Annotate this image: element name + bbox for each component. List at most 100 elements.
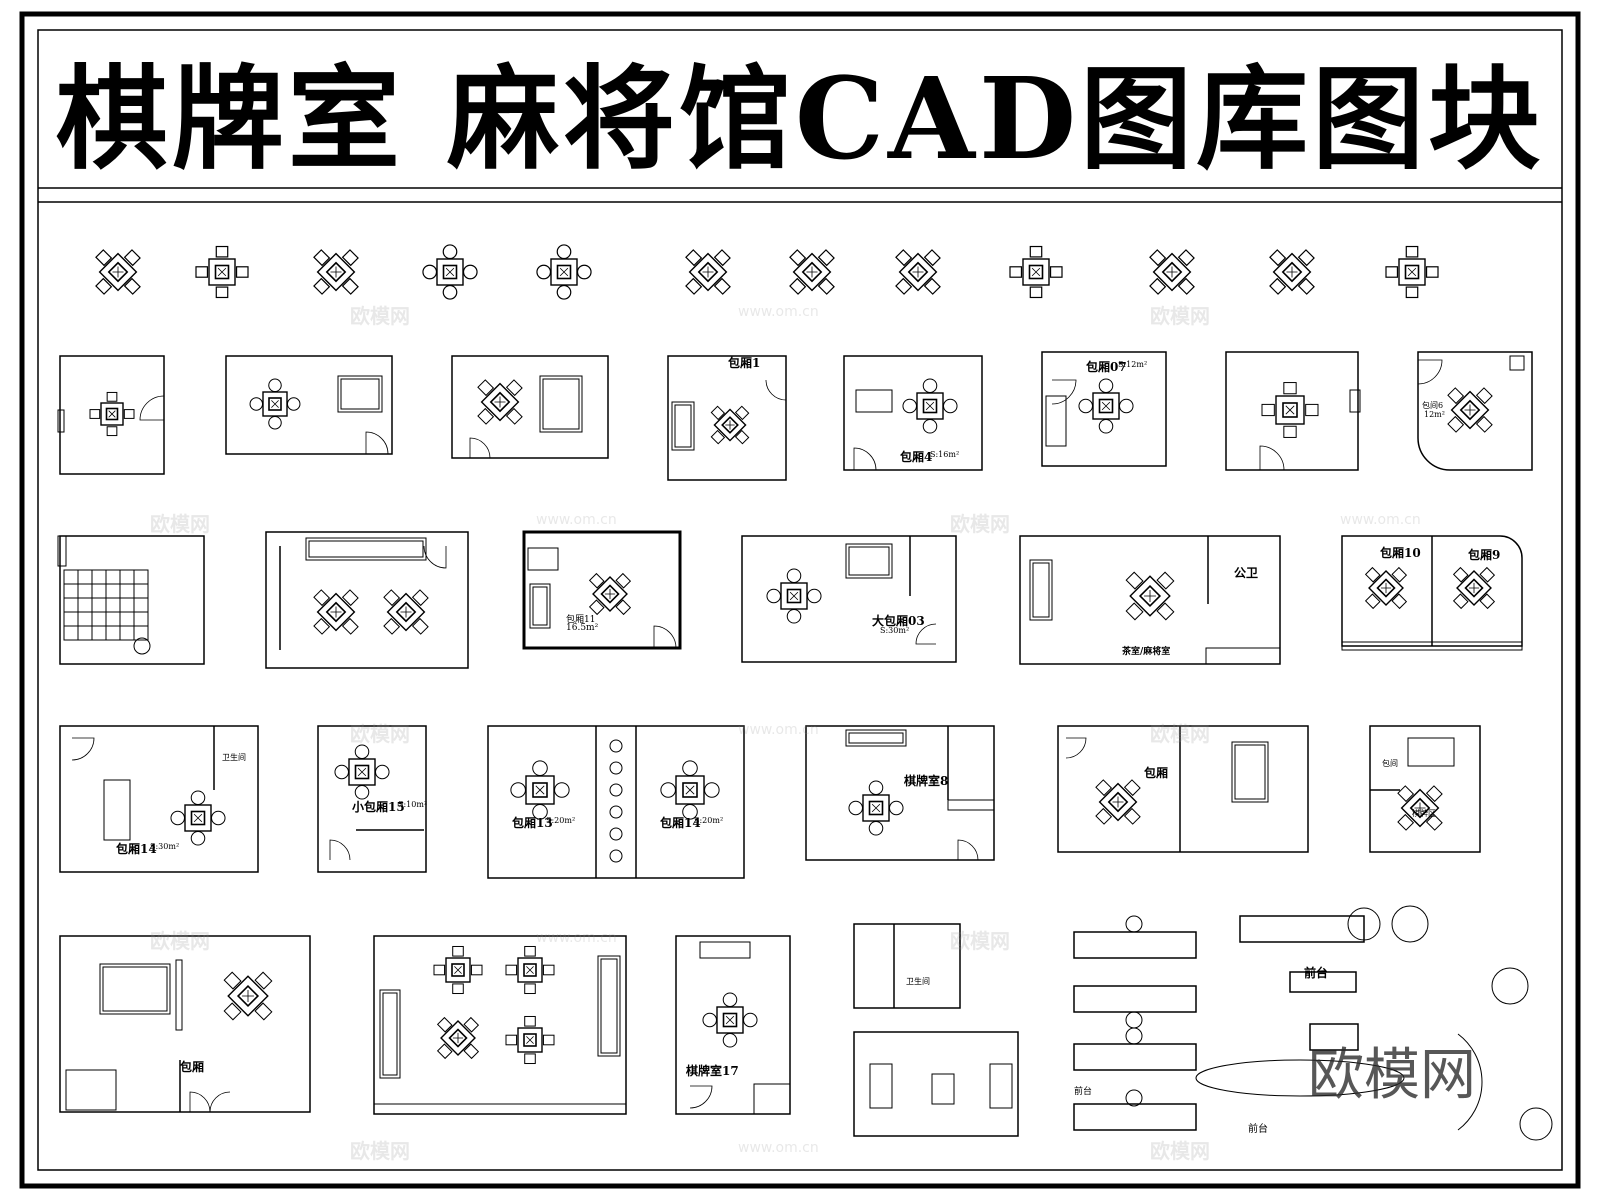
chair <box>1391 593 1408 610</box>
chair <box>734 429 750 445</box>
chair <box>1125 915 1143 933</box>
chair <box>452 945 464 957</box>
sofa-seat <box>340 378 380 410</box>
sofa <box>379 989 401 1079</box>
chair <box>702 1012 717 1028</box>
watermark-url: www.om.cn <box>1340 512 1421 528</box>
room-wall <box>1369 725 1481 853</box>
label-baoxiang13-area: S:20m² <box>546 816 576 825</box>
chair <box>704 782 720 798</box>
chair <box>442 244 458 260</box>
table-centre <box>1028 264 1044 280</box>
chair <box>1098 419 1114 434</box>
sofa <box>989 1063 1013 1109</box>
table-centre <box>600 584 620 604</box>
sofa <box>671 401 695 451</box>
floor-tile <box>63 583 79 599</box>
mahjong-table <box>386 592 426 632</box>
mahjong-table-set <box>383 589 429 635</box>
door-swing <box>189 1091 211 1113</box>
mahjong-table-set <box>1125 571 1175 621</box>
chair <box>524 1053 536 1065</box>
floor-tile <box>77 597 93 613</box>
chair <box>682 804 698 820</box>
mahjong-table-set <box>1009 245 1063 299</box>
reception-counter <box>1195 1059 1405 1097</box>
room-wall <box>1073 1043 1197 1071</box>
chair <box>235 266 249 278</box>
wall-fill <box>57 535 67 567</box>
label-xiaobaoxiang15-area: S:10m² <box>398 800 428 809</box>
mahjong-table-set <box>685 249 731 295</box>
door-swing <box>1065 737 1087 759</box>
chair <box>1123 807 1141 825</box>
chair <box>1305 403 1319 417</box>
mahjong-table <box>480 382 520 422</box>
chair <box>477 407 495 425</box>
sofa-seat <box>542 378 580 430</box>
label-baoxiang9: 包厢9 <box>1468 548 1501 562</box>
sofa-seat <box>1234 744 1266 800</box>
floor-tile <box>77 583 93 599</box>
room-wall <box>805 725 995 861</box>
chair <box>1405 286 1419 299</box>
chair <box>442 284 458 300</box>
chair <box>868 821 884 836</box>
plant <box>1347 907 1381 941</box>
chair <box>211 810 226 826</box>
chair <box>170 810 185 826</box>
chair <box>462 264 478 280</box>
mahjong-table <box>592 576 628 612</box>
basin <box>609 827 623 841</box>
table-centre <box>868 800 884 816</box>
label-xiaobaoxiang15: 小包厢15 <box>352 800 405 814</box>
room-wall <box>265 531 469 669</box>
floor-tile <box>91 569 107 585</box>
chair <box>817 249 835 267</box>
plant <box>1519 1107 1553 1141</box>
mahjong-table-set <box>505 1015 555 1065</box>
chair <box>411 617 429 635</box>
watermark-url: www.om.cn <box>738 304 819 320</box>
floor-tile <box>105 597 121 613</box>
mahjong-table-set <box>223 971 273 1021</box>
floor-tile <box>105 611 121 627</box>
chair <box>1125 602 1144 621</box>
chair <box>1125 1027 1143 1045</box>
floor-tile <box>63 611 79 627</box>
table-mark <box>806 266 818 278</box>
table-centre <box>1161 261 1183 283</box>
chair <box>1123 779 1141 797</box>
chair <box>1078 398 1093 414</box>
chair <box>1479 593 1496 610</box>
room-wall-thick <box>522 530 682 650</box>
chair <box>524 1015 536 1027</box>
floor-tile <box>63 625 79 641</box>
room-wall <box>1309 1023 1359 1051</box>
mahjong-table <box>1129 575 1171 617</box>
label-qiantai-3: 前台 <box>1248 1124 1268 1135</box>
chair <box>895 277 913 295</box>
basin <box>609 849 623 863</box>
mahjong-table <box>227 975 269 1017</box>
table-centre <box>1107 791 1129 813</box>
desk <box>855 389 893 413</box>
label-baojian-b: 包间 <box>1382 759 1398 768</box>
label-baoxiang13: 包厢13 <box>512 816 553 830</box>
chair <box>1049 266 1063 278</box>
sofa <box>845 543 893 579</box>
table-centre <box>1464 578 1484 598</box>
chair <box>889 800 904 816</box>
mahjong-table-set <box>422 244 478 300</box>
sofa-seat <box>674 404 692 448</box>
rug <box>1407 737 1455 767</box>
table-mark <box>559 267 569 277</box>
floor-tile <box>63 597 79 613</box>
chair <box>452 983 464 995</box>
table-mark <box>400 606 412 618</box>
room-wall <box>853 923 961 1009</box>
watermark-cn: 欧模网 <box>1150 1139 1210 1163</box>
chair <box>433 964 446 976</box>
table-mark <box>1407 267 1417 277</box>
mahjong-table-set <box>536 244 592 300</box>
